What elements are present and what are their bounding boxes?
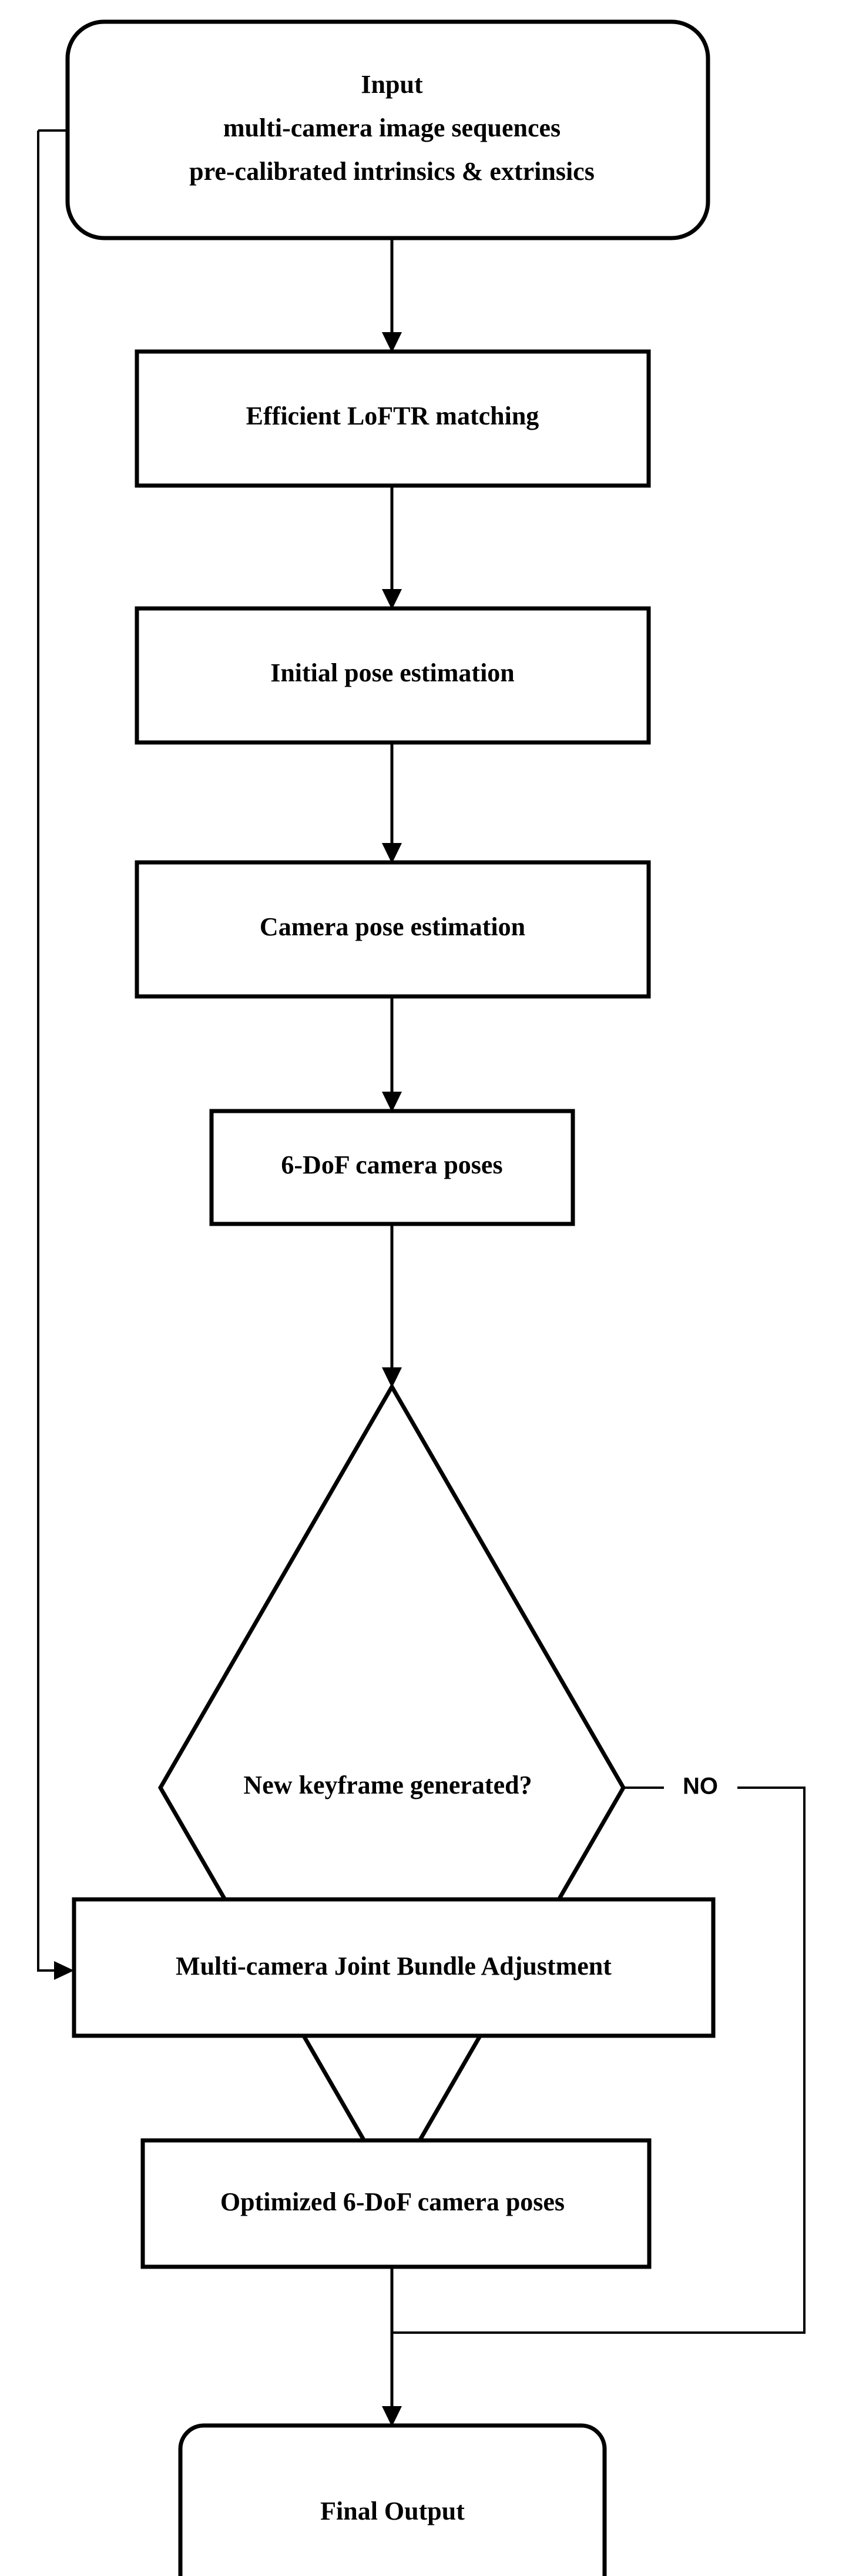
branch-label-no: NO <box>683 1774 718 1799</box>
optimized-poses-box[interactable] <box>140 2138 652 2269</box>
initial-pose-label: Initial pose estimation <box>270 658 515 687</box>
node-input[interactable]: Input multi-camera image sequences pre-c… <box>65 19 710 240</box>
camera-pose-label: Camera pose estimation <box>260 912 525 941</box>
decision-label: New keyframe generated? <box>243 1771 532 1799</box>
camera-pose-box[interactable] <box>135 860 651 999</box>
node-decision[interactable]: New keyframe generated? <box>157 1383 626 2193</box>
edge-six-dof-to-decision <box>382 1224 402 1388</box>
node-loftr[interactable]: Efficient LoFTR matching <box>135 349 651 488</box>
final-output-label: Final Output <box>320 2497 465 2525</box>
edge-initial-pose-to-camera-pose <box>382 742 402 864</box>
node-camera-pose[interactable]: Camera pose estimation <box>135 860 651 999</box>
node-bundle-adjustment[interactable]: Multi-camera Joint Bundle Adjustment <box>72 1897 716 2038</box>
node-six-dof[interactable]: 6-DoF camera poses <box>209 1109 575 1226</box>
initial-pose-box[interactable] <box>135 606 651 745</box>
edge-camera-pose-to-six-dof <box>382 996 402 1112</box>
node-initial-pose[interactable]: Initial pose estimation <box>135 606 651 745</box>
loftr-label: Efficient LoFTR matching <box>246 402 539 430</box>
edge-loftr-to-initial-pose <box>382 486 402 610</box>
bundle-adjustment-label: Multi-camera Joint Bundle Adjustment <box>176 1952 612 1980</box>
bundle-adjustment-box[interactable] <box>72 1897 716 2038</box>
node-optimized-poses[interactable]: Optimized 6-DoF camera poses <box>140 2138 652 2269</box>
node-final-output[interactable]: Final Output <box>178 2423 607 2576</box>
optimized-poses-label: Optimized 6-DoF camera poses <box>220 2187 565 2216</box>
six-dof-box[interactable] <box>209 1109 575 1226</box>
input-label-line-2: multi-camera image sequences <box>223 113 561 142</box>
input-label-line-3: pre-calibrated intrinsics & extrinsics <box>189 157 595 186</box>
input-label-line-1: Input <box>361 70 423 99</box>
final-output-box[interactable] <box>178 2423 607 2576</box>
edge-decision-no-to-final-output <box>392 1787 806 2334</box>
edge-bundle-adjustment-feedback-to-input <box>37 129 74 1980</box>
six-dof-label: 6-DoF camera poses <box>281 1150 502 1179</box>
edge-input-to-loftr <box>382 238 402 353</box>
loftr-box[interactable] <box>135 349 651 488</box>
edge-optimized-poses-to-final-output <box>382 2267 402 2427</box>
input-box[interactable] <box>65 19 710 240</box>
